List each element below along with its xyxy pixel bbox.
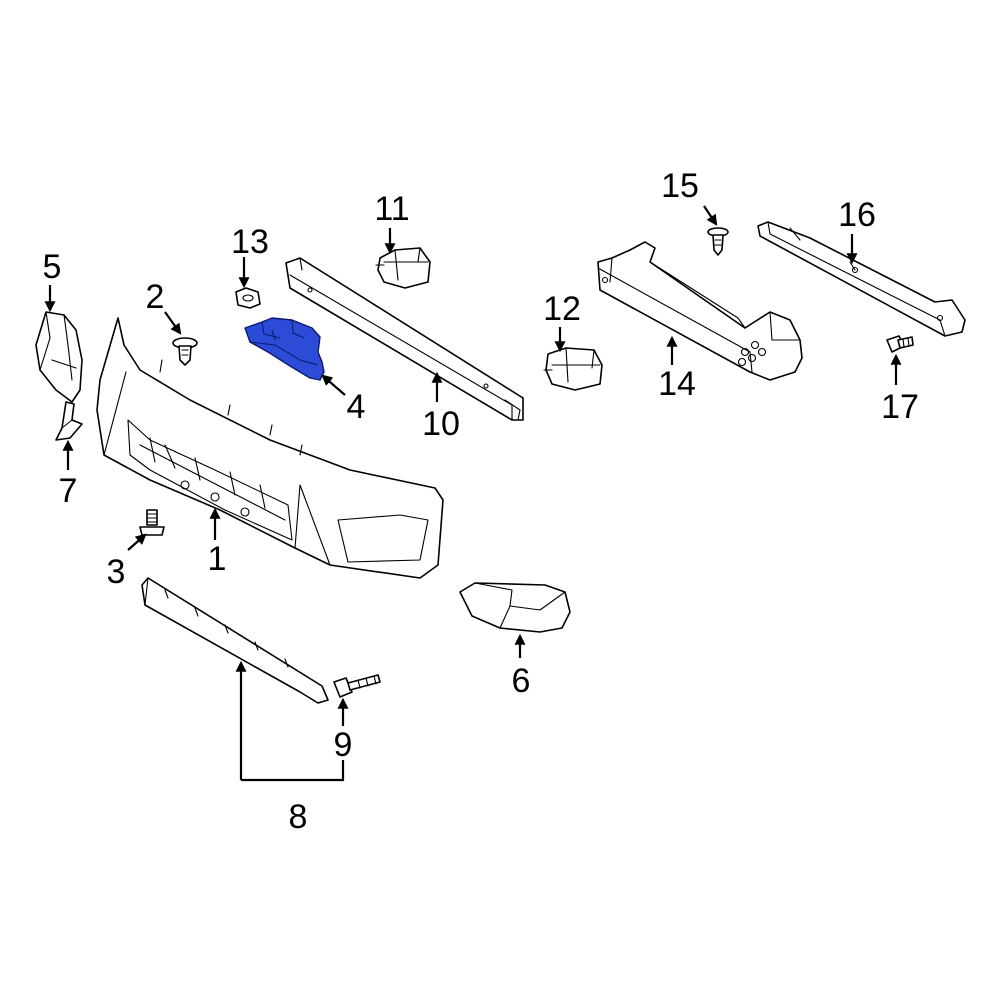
callout-8: 8 xyxy=(289,798,308,836)
part-7-small-bracket[interactable] xyxy=(55,401,83,441)
part-5-side-bracket[interactable] xyxy=(35,311,83,403)
callout-13: 13 xyxy=(231,223,269,261)
callout-3: 3 xyxy=(107,553,126,591)
part-1-bumper-cover[interactable] xyxy=(96,317,444,579)
callout-14: 14 xyxy=(658,365,696,403)
callout-12: 12 xyxy=(543,290,581,328)
part-16-support-bar[interactable] xyxy=(757,221,966,337)
part-6-side-cover[interactable] xyxy=(459,582,571,633)
callout-1: 1 xyxy=(208,540,227,578)
callout-15: 15 xyxy=(661,167,699,205)
callout-16: 16 xyxy=(838,196,876,234)
part-8-lower-valance[interactable] xyxy=(141,577,329,704)
part-11-mount-bracket[interactable] xyxy=(375,247,431,289)
callout-9: 9 xyxy=(334,726,353,764)
callout-2: 2 xyxy=(146,278,165,316)
part-13-nut[interactable] xyxy=(235,287,261,309)
callout-17: 17 xyxy=(881,388,919,426)
leader-lines xyxy=(44,205,902,782)
part-3-bolt[interactable] xyxy=(139,509,165,536)
callout-labels: 1 2 3 4 5 6 7 8 9 10 11 12 13 14 15 16 1… xyxy=(43,167,919,836)
callout-5: 5 xyxy=(43,248,62,286)
callout-6: 6 xyxy=(512,662,531,700)
callout-11: 11 xyxy=(374,190,409,228)
callout-4: 4 xyxy=(347,388,366,426)
part-9-bolt[interactable] xyxy=(333,674,381,698)
part-15-push-clip[interactable] xyxy=(707,227,729,256)
part-17-bolt[interactable] xyxy=(886,335,914,353)
callout-10: 10 xyxy=(422,405,460,443)
part-14-absorber[interactable] xyxy=(597,241,803,381)
part-4-bumper-bracket[interactable] xyxy=(244,317,325,381)
part-12-mount-bracket[interactable] xyxy=(543,347,603,391)
callout-7: 7 xyxy=(59,472,78,510)
part-10-reinforcement-bar[interactable] xyxy=(285,257,524,421)
part-2-push-clip[interactable] xyxy=(172,337,198,366)
